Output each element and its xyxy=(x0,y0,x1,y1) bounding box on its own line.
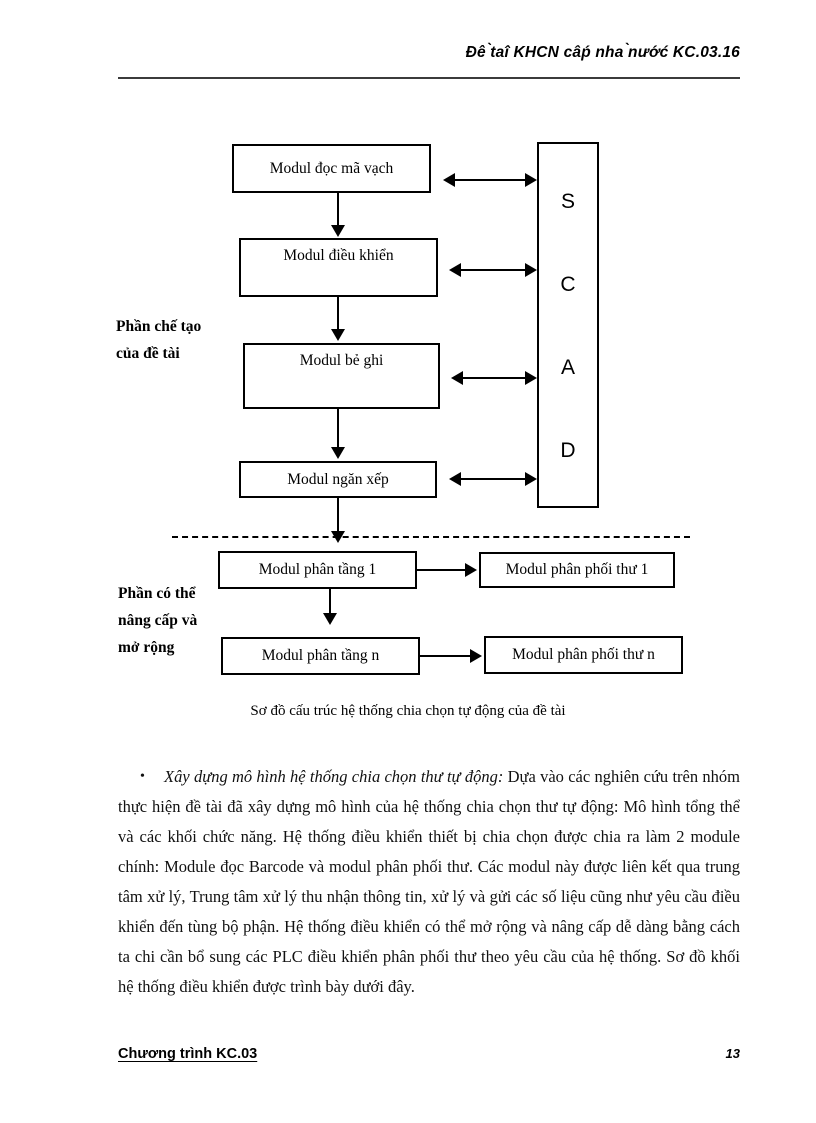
connector-line-barcode-scada xyxy=(455,179,528,181)
header-rule xyxy=(118,77,740,79)
connector-line-controller-scada xyxy=(461,269,528,271)
diagram-section-divider xyxy=(172,536,690,538)
connector-line-controller-to-switchrecord xyxy=(337,297,339,330)
arrow-down-icon xyxy=(331,329,345,341)
connector-line-stacker-scada xyxy=(461,478,528,480)
body-paragraph-lead: Xây dựng mô hình hệ thống chia chọn thư … xyxy=(164,767,504,786)
arrow-right-icon xyxy=(525,263,537,277)
body-paragraph-text: Dựa vào các nghiên cứu trên nhóm thực hi… xyxy=(118,767,741,996)
scada-letter-s: S xyxy=(560,190,575,213)
body-text-block: • Xây dựng mô hình hệ thống chia chọn th… xyxy=(118,762,740,1002)
diagram-box-label: Modul phân phối thư 1 xyxy=(505,561,649,579)
scada-letter-a: A xyxy=(560,356,575,379)
diagram-box-floor-sorter-n: Modul phân tầng n xyxy=(221,637,420,675)
diagram-box-label: Modul phân phối thư n xyxy=(512,646,655,664)
connector-line-floorsorter1-to-distributor1 xyxy=(417,569,467,571)
connector-line-floorsortern-to-distributorn xyxy=(420,655,472,657)
arrow-down-icon xyxy=(331,447,345,459)
arrow-down-icon xyxy=(331,225,345,237)
arrow-right-icon xyxy=(525,371,537,385)
arrow-down-icon xyxy=(323,613,337,625)
arrow-right-icon xyxy=(465,563,477,577)
arrow-right-icon xyxy=(525,173,537,187)
arrow-left-icon xyxy=(449,263,461,277)
diagram-box-label: Modul đọc mã vạch xyxy=(269,159,394,177)
connector-line-switchrecord-scada xyxy=(463,377,528,379)
diagram-box-label: Modul phân tầng 1 xyxy=(258,561,377,579)
arrow-left-icon xyxy=(449,472,461,486)
diagram-box-controller: Modul điều khiển xyxy=(239,238,438,297)
arrow-right-icon xyxy=(470,649,482,663)
diagram-box-label: Modul ngăn xếp xyxy=(287,470,389,488)
side-label-upper: Phần chế tạo của đề tài xyxy=(116,318,202,363)
page-footer: Chương trình KC.03 13 xyxy=(118,1046,740,1062)
arrow-left-icon xyxy=(451,371,463,385)
scada-letter-d: D xyxy=(560,439,576,462)
connector-line-barcode-to-controller xyxy=(337,193,339,226)
diagram-box-scada: S C A D xyxy=(537,142,599,508)
diagram-box-stacker: Modul ngăn xếp xyxy=(239,461,437,498)
diagram-box-label: Modul phân tầng n xyxy=(261,647,380,665)
header-title: Đê ̀taî KHCN câṕ nha ̀nướć KC.03.16 xyxy=(465,44,740,61)
connector-line-switchrecord-to-stacker xyxy=(337,409,339,448)
figure-caption: Sơ đồ cấu trúc hệ thống chia chọn tự độn… xyxy=(250,703,566,719)
system-architecture-diagram: Modul đọc mã vạch Modul điều khiển Modul… xyxy=(116,142,690,719)
page-header: Đê ̀taî KHCN câṕ nha ̀nướć KC.03.16 xyxy=(118,44,740,62)
diagram-box-label: Modul điều khiển xyxy=(283,247,394,264)
diagram-box-barcode-reader: Modul đọc mã vạch xyxy=(232,144,431,193)
connector-line-floorsorter1-to-floorsortern xyxy=(329,589,331,614)
scada-letter-c: C xyxy=(560,273,576,296)
diagram-box-mail-distributor-1: Modul phân phối thư 1 xyxy=(479,552,675,588)
diagram-box-switch-record: Modul bẻ ghi xyxy=(243,343,440,409)
side-label-lower: Phần có thể nâng cấp và mở rộng xyxy=(118,585,198,657)
diagram-box-label: Modul bẻ ghi xyxy=(299,352,384,369)
diagram-box-mail-distributor-n: Modul phân phối thư n xyxy=(484,636,683,674)
page-number: 13 xyxy=(725,1046,740,1061)
arrow-right-icon xyxy=(525,472,537,486)
bullet-icon: • xyxy=(140,769,145,784)
diagram-box-floor-sorter-1: Modul phân tầng 1 xyxy=(218,551,417,589)
arrow-left-icon xyxy=(443,173,455,187)
footer-program-label: Chương trình KC.03 xyxy=(118,1046,258,1062)
connector-line-stacker-to-floorsorter1 xyxy=(337,498,339,533)
body-paragraph: Xây dựng mô hình hệ thống chia chọn thư … xyxy=(118,762,740,1002)
